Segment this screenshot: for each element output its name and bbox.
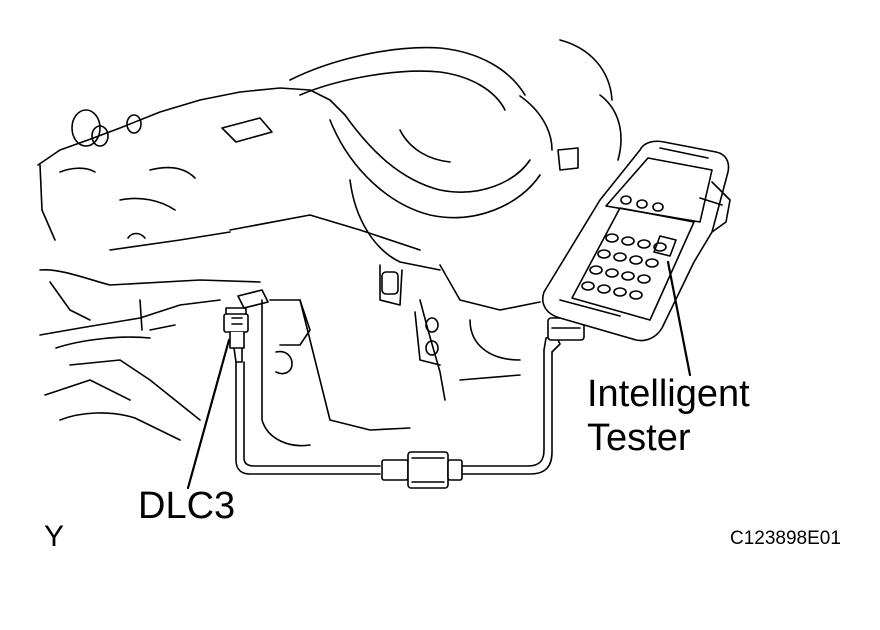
dlc3-label: DLC3 (138, 485, 236, 527)
intelligent-tester-label: Intelligent Tester (587, 372, 750, 460)
view-marker: Y (44, 520, 65, 553)
intelligent-tester-device (542, 140, 731, 342)
tester-cable (235, 317, 585, 489)
intelligent-tester-label-line1: Intelligent (587, 373, 750, 415)
figure-code: C123898E01 (730, 528, 841, 549)
tester-keypad (581, 233, 667, 300)
tester-leader-line (666, 260, 692, 377)
dlc3-connector (223, 307, 249, 363)
dlc3-leader-line (186, 338, 231, 490)
dashboard-illustration (37, 39, 622, 447)
intelligent-tester-label-line2: Tester (587, 417, 691, 459)
